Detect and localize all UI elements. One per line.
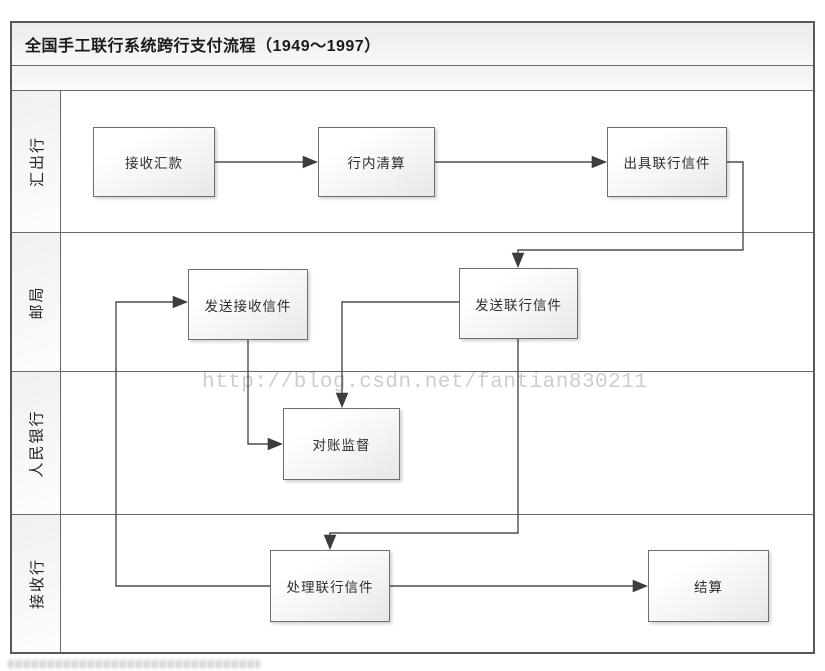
diagram-frame: 全国手工联行系统跨行支付流程（1949～1997） 汇出行邮局人民银行接收行 (10, 21, 815, 654)
lane-label-cell-post-office: 邮局 (12, 232, 61, 372)
connector-send-receive-letters-to-reconciliation-supervision (247, 340, 284, 451)
lane-post-office: 邮局 (12, 232, 813, 373)
lane-label-cell-receiving-bank: 接收行 (12, 515, 61, 652)
lane-receiving-bank: 接收行 (12, 515, 813, 652)
lane-peoples-bank: 人民银行 (12, 372, 813, 516)
watermark-text: http://blog.csdn.net/fantian830211 (202, 371, 648, 394)
connector-process-interbank-letter-to-send-receive-letters (115, 295, 270, 587)
phase-band (12, 66, 813, 91)
diagram-title: 全国手工联行系统跨行支付流程（1949～1997） (25, 38, 381, 55)
connector-issue-interbank-letter-to-send-interbank-letter (511, 161, 744, 269)
diagram-title-band: 全国手工联行系统跨行支付流程（1949～1997） (12, 23, 813, 66)
connector-send-interbank-letter-to-process-interbank-letter (323, 339, 519, 551)
connector-send-interbank-letter-to-reconciliation-supervision (335, 301, 459, 409)
lane-remitting-bank: 汇出行 (12, 91, 813, 233)
lane-label-cell-peoples-bank: 人民银行 (12, 372, 61, 515)
lane-label-cell-remitting-bank: 汇出行 (12, 91, 61, 232)
blurred-footer-text (8, 660, 260, 668)
swimlanes: 汇出行邮局人民银行接收行 (12, 91, 813, 652)
